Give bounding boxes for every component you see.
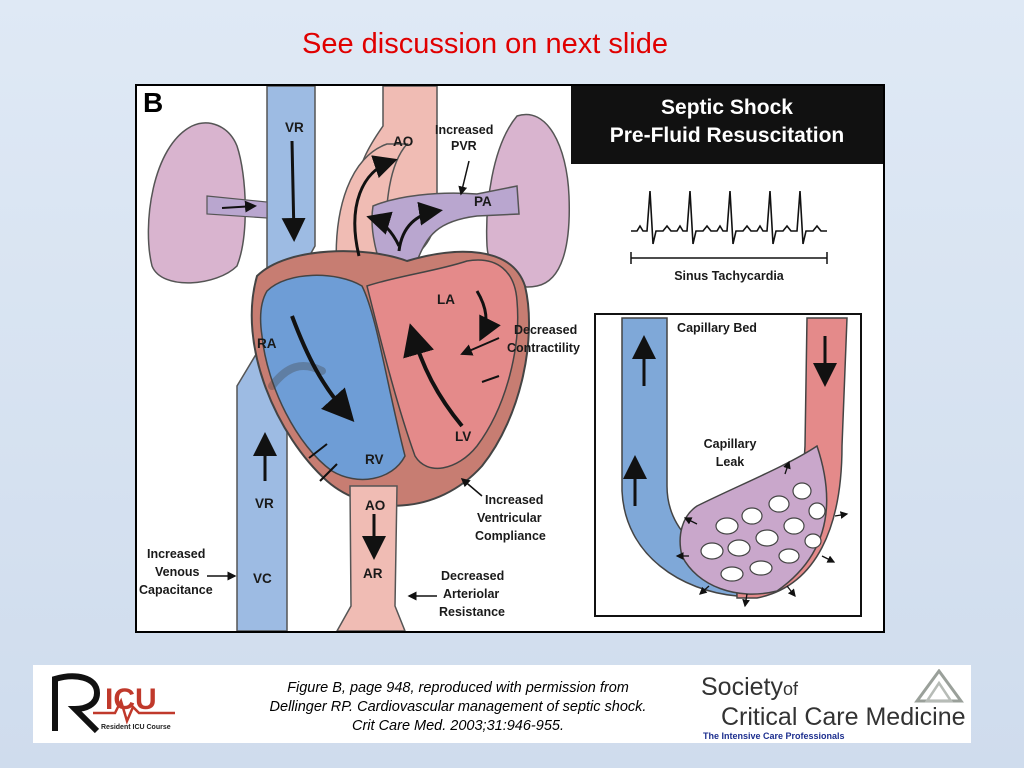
sccm-tagline: The Intensive Care Professionals <box>703 731 845 741</box>
lv-flow-arrow <box>403 323 464 428</box>
label-capillary-bed: Capillary Bed <box>677 321 757 335</box>
sccm-triangle-icon <box>914 669 964 703</box>
label-capillary-leak-1: Capillary <box>704 437 757 451</box>
label-ao-bottom: AO <box>365 498 385 513</box>
label-decreased-contractility-2: Contractility <box>507 341 580 355</box>
footer-bar: ICU Resident ICU Course Figure B, page 9… <box>33 665 971 743</box>
pa-flow-arrow <box>397 201 443 252</box>
label-ao-top: AO <box>393 134 413 149</box>
rv-compliance-arrow-2 <box>319 463 338 482</box>
label-rv: RV <box>365 452 384 467</box>
label-ar: AR <box>363 566 383 581</box>
label-vr-bottom: VR <box>255 496 274 511</box>
label-ventricular-compliance-3: Compliance <box>475 529 546 543</box>
aorta-flow-arrow <box>353 155 398 257</box>
slide-title: See discussion on next slide <box>302 28 668 60</box>
left-lung <box>147 122 246 284</box>
label-ventricular-compliance-1: Increased <box>485 493 543 507</box>
label-increased-pvr-2: PVR <box>451 139 477 153</box>
contractility-arrow-1 <box>460 337 500 356</box>
ecg-trace <box>631 190 827 245</box>
panel-letter: B <box>143 87 163 118</box>
label-vc: VC <box>253 571 272 586</box>
label-decreased-contractility-1: Decreased <box>514 323 577 337</box>
capillary-mesh-cells <box>700 482 826 582</box>
sccm-logo: Societyof Critical Care Medicine The Int… <box>701 669 969 741</box>
pa-branch-arrow <box>366 211 401 247</box>
sccm-line-1: Societyof <box>701 673 798 702</box>
ecg-label: Sinus Tachycardia <box>674 269 785 283</box>
label-arteriolar-resistance-1: Decreased <box>441 569 504 583</box>
ricu-logo-graphic: ICU Resident ICU Course <box>52 673 175 734</box>
label-lv: LV <box>455 429 471 444</box>
label-vr-top: VR <box>285 120 304 135</box>
ra-rv-flow-arrow <box>290 315 355 422</box>
ricu-logo: ICU Resident ICU Course <box>45 671 195 737</box>
figure-header-line1: Septic Shock <box>661 96 793 119</box>
label-venous-capacitance-2: Venous <box>155 565 200 579</box>
credit-line-2: Dellinger RP. Cardiovascular management … <box>269 699 647 715</box>
label-venous-capacitance-3: Capacitance <box>139 583 213 597</box>
credit-line-1: Figure B, page 948, reproduced with perm… <box>287 680 629 696</box>
label-la: LA <box>437 292 455 307</box>
label-capillary-leak-2: Leak <box>716 455 745 469</box>
label-increased-pvr-1: Increased <box>435 123 493 137</box>
septic-shock-figure: B <box>135 84 885 633</box>
rv-compliance-arrow <box>308 443 328 459</box>
left-heart-chambers <box>366 259 519 470</box>
label-arteriolar-resistance-2: Arteriolar <box>443 587 499 601</box>
la-lv-flow-arrow <box>475 290 501 342</box>
lung-exchange-arrow <box>221 200 257 213</box>
label-venous-capacitance-1: Increased <box>147 547 205 561</box>
vr-flow-arrow-top <box>281 140 306 242</box>
label-ra: RA <box>257 336 277 351</box>
label-pa: PA <box>474 194 492 209</box>
figure-header-line2: Pre-Fluid Resuscitation <box>610 124 845 147</box>
label-arteriolar-resistance-3: Resistance <box>439 605 505 619</box>
label-ventricular-compliance-2: Ventricular <box>477 511 542 525</box>
contractility-arrow-2 <box>481 375 500 383</box>
credit-line-3: Crit Care Med. 2003;31:946-955. <box>352 718 564 734</box>
pvr-leader <box>458 160 470 196</box>
compliance-leader <box>460 478 483 497</box>
sccm-society: Society <box>701 673 783 701</box>
ricu-tagline: Resident ICU Course <box>101 724 171 731</box>
capillary-leak-arrows <box>675 460 849 608</box>
sccm-of: of <box>782 679 798 699</box>
sccm-line-2: Critical Care Medicine <box>721 703 966 731</box>
septic-shock-diagram: B <box>139 86 883 631</box>
ricu-logo-text: ICU <box>105 683 157 716</box>
figure-header-box <box>571 86 883 164</box>
figure-credit: Figure B, page 948, reproduced with perm… <box>213 679 703 736</box>
